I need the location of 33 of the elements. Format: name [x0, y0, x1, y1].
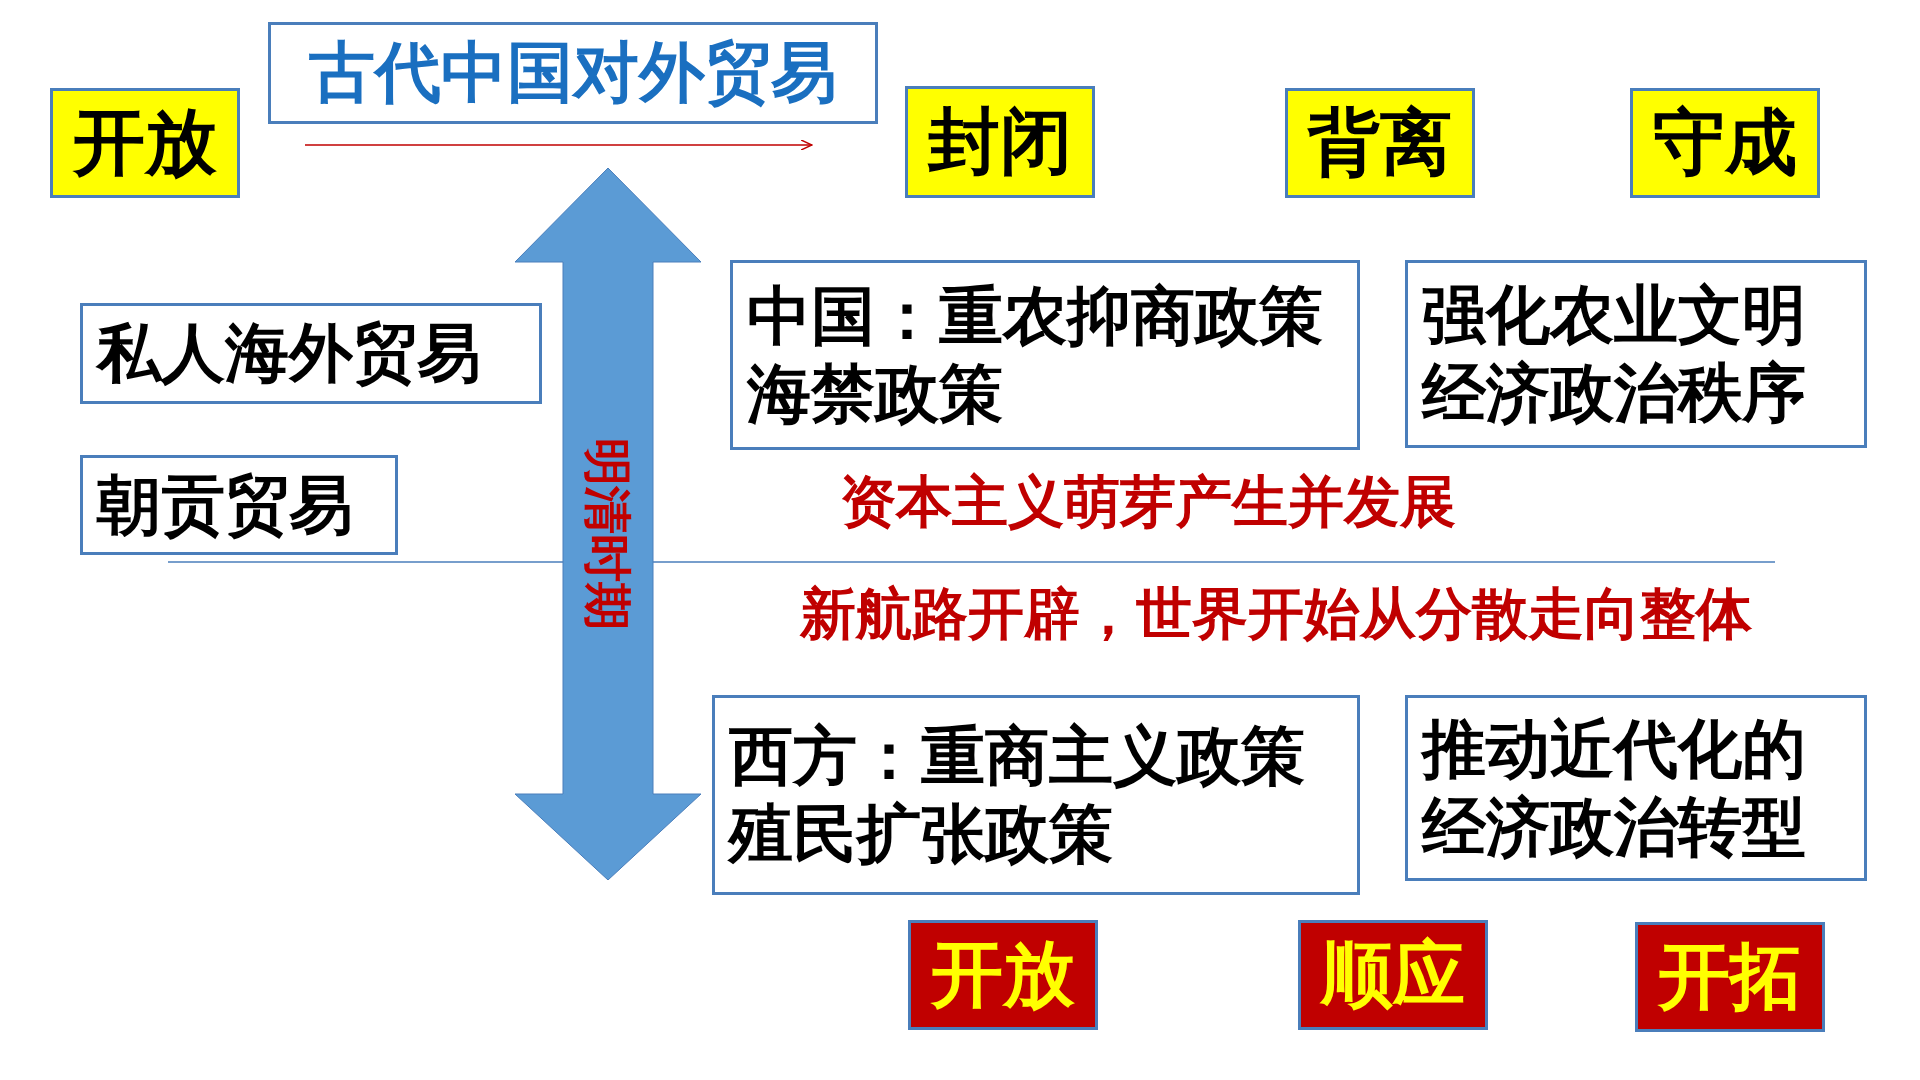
text-box — [730, 260, 1360, 450]
policy-subtext: 海禁政策 — [747, 356, 1004, 433]
policy-text: 中国：重农抑商政策 — [747, 277, 1324, 355]
keyword: 开放 — [931, 931, 1075, 1019]
policy-subtext: 殖民扩张政策 — [729, 796, 1114, 873]
annotation-text: 新航路开辟，世界开始从分散走向整体 — [800, 580, 1752, 648]
keyword: 背离 — [1308, 99, 1452, 187]
keyword-box — [908, 920, 1098, 1030]
text-box — [80, 303, 542, 404]
text-box — [1405, 260, 1867, 448]
box-text: 推动近代化的经济政治转型 — [1422, 710, 1807, 866]
keyword-box — [1285, 88, 1475, 198]
keyword: 守成 — [1653, 99, 1797, 187]
text-box — [1405, 695, 1867, 881]
text-box — [712, 695, 1360, 895]
box-text: 强化农业文明经济政治秩序 — [1422, 276, 1807, 432]
keyword-box — [1635, 922, 1825, 1032]
keyword: 开放 — [73, 99, 217, 187]
keyword-box — [905, 86, 1095, 198]
box-text: 私人海外贸易 — [97, 315, 482, 393]
title: 古代中国对外贸易 — [309, 33, 837, 113]
keyword: 顺应 — [1321, 931, 1465, 1019]
annotation-text: 资本主义萌芽产生并发展 — [840, 468, 1456, 536]
keyword-box — [1630, 88, 1820, 198]
keyword-box — [1298, 920, 1488, 1030]
keyword: 封闭 — [928, 98, 1072, 186]
text-box — [80, 455, 398, 555]
period-label: 明清时期 — [579, 438, 637, 630]
period-marker — [515, 168, 701, 880]
keyword-box — [50, 88, 240, 198]
keyword: 开拓 — [1658, 933, 1802, 1021]
box-text: 朝贡贸易 — [97, 466, 354, 544]
policy-text: 西方：重商主义政策 — [729, 717, 1306, 795]
